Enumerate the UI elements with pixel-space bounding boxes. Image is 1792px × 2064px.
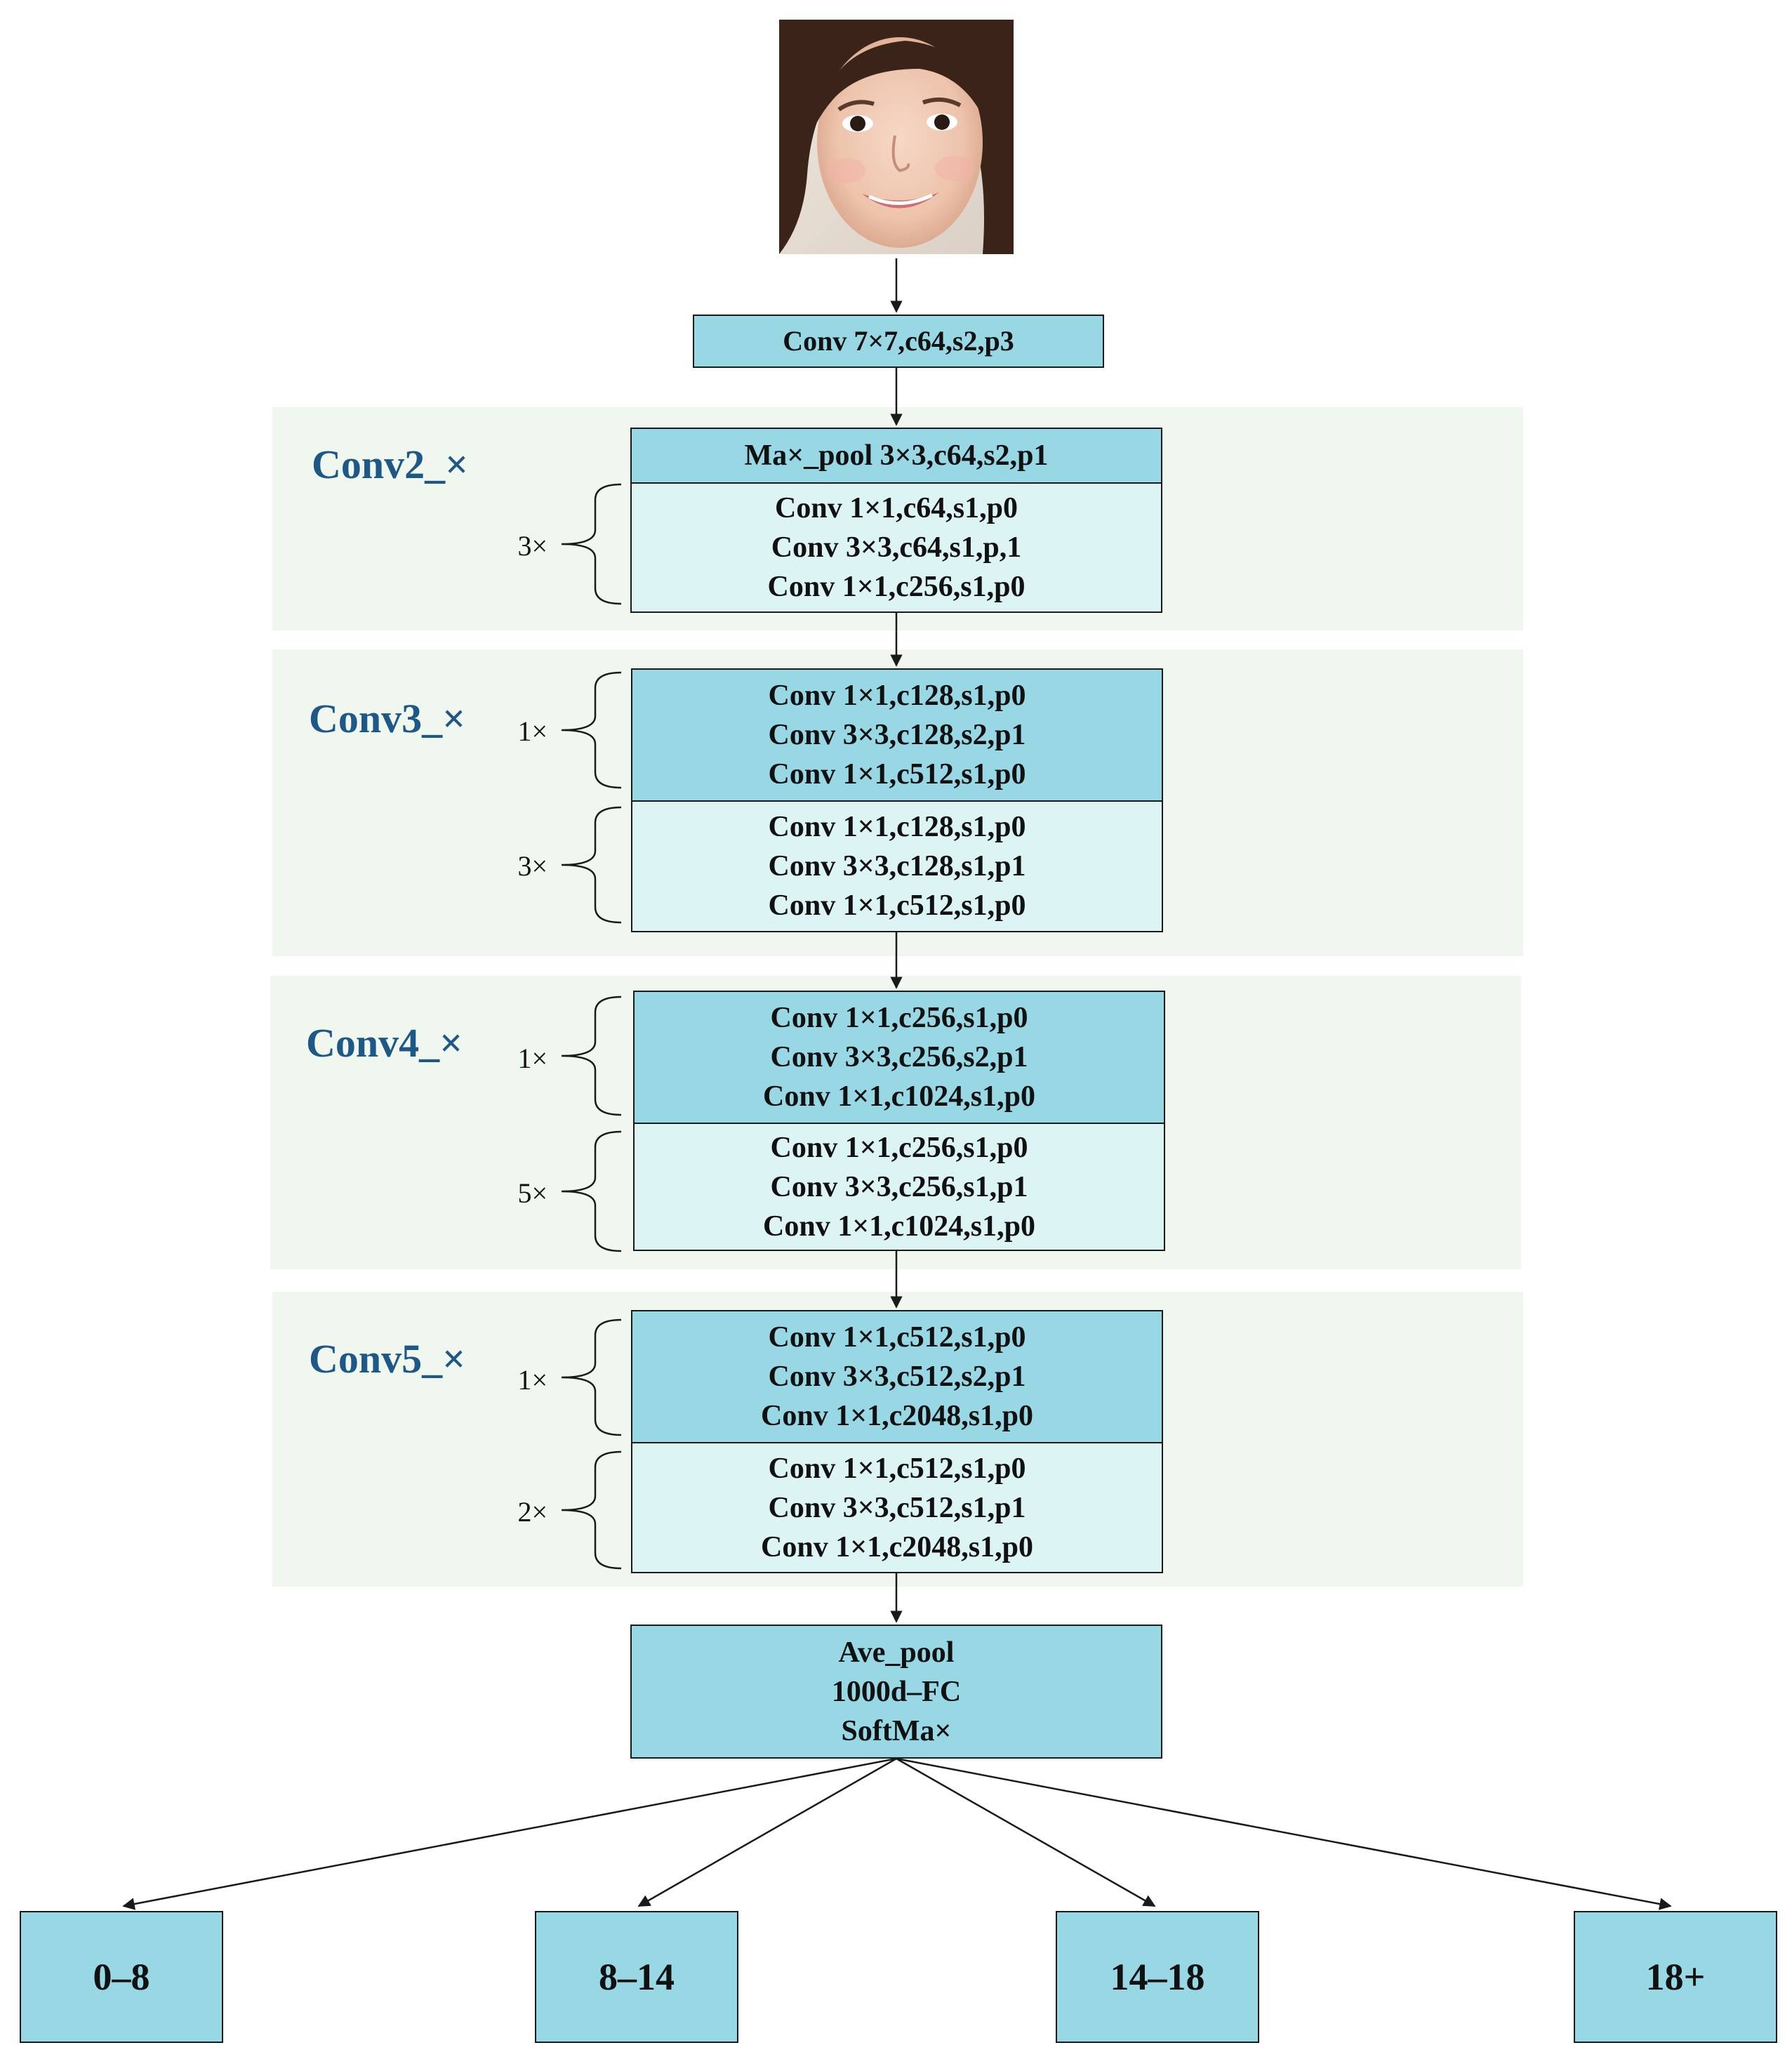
head-fc-label: 1000d–FC bbox=[831, 1675, 962, 1708]
conv2-block-1: Conv 1×1,c64,s1,p0 Conv 3×3,c64,s1,p,1 C… bbox=[630, 482, 1162, 613]
conv5-block-2-repeat: 2× bbox=[517, 1496, 547, 1528]
conv2-block-1-layer-3: Conv 1×1,c256,s1,p0 bbox=[767, 571, 1026, 603]
conv5-block-2: Conv 1×1,c512,s1,p0 Conv 3×3,c512,s1,p1 … bbox=[631, 1442, 1163, 1573]
conv3-block-2: Conv 1×1,c128,s1,p0 Conv 3×3,c128,s1,p1 … bbox=[631, 800, 1163, 932]
conv3-block-2-layer-2: Conv 3×3,c128,s1,p1 bbox=[768, 850, 1026, 882]
brace-conv4-block2 bbox=[561, 1130, 622, 1252]
output-class-3-label: 18+ bbox=[1645, 1956, 1706, 1998]
conv4-block-2-layer-3: Conv 1×1,c1024,s1,p0 bbox=[763, 1210, 1035, 1243]
conv3-block-1-layer-2: Conv 3×3,c128,s2,p1 bbox=[768, 719, 1026, 751]
output-class-3: 18+ bbox=[1574, 1911, 1777, 2043]
conv5-block-1-repeat: 1× bbox=[517, 1364, 547, 1396]
conv2-maxpool-box: Ma×_pool 3×3,c64,s2,p1 bbox=[630, 428, 1162, 484]
stage-label-conv5: Conv5_× bbox=[309, 1336, 466, 1382]
stage-label-conv4: Conv4_× bbox=[306, 1020, 463, 1066]
conv5-block-1: Conv 1×1,c512,s1,p0 Conv 3×3,c512,s2,p1 … bbox=[631, 1310, 1163, 1443]
arrow-head-to-output-0 bbox=[122, 1757, 897, 1910]
stem-conv-box: Conv 7×7,c64,s2,p3 bbox=[693, 315, 1104, 368]
input-face-photo bbox=[779, 20, 1014, 254]
head-softmax-label: SoftMa× bbox=[841, 1714, 952, 1747]
stage-label-conv2: Conv2_× bbox=[312, 442, 469, 487]
conv4-block-2-repeat: 5× bbox=[517, 1177, 547, 1209]
conv4-block-1-layer-3: Conv 1×1,c1024,s1,p0 bbox=[763, 1080, 1035, 1113]
conv4-block-2-layer-1: Conv 1×1,c256,s1,p0 bbox=[770, 1131, 1028, 1164]
conv5-block-1-layer-3: Conv 1×1,c2048,s1,p0 bbox=[761, 1400, 1033, 1432]
brace-conv2-block1 bbox=[561, 483, 622, 605]
conv2-block-1-repeat: 3× bbox=[517, 530, 547, 562]
output-class-1: 8–14 bbox=[535, 1911, 738, 2043]
brace-conv3-block1 bbox=[561, 671, 622, 789]
conv3-block-2-layer-3: Conv 1×1,c512,s1,p0 bbox=[768, 889, 1026, 922]
arrow-head-to-output-1 bbox=[637, 1757, 897, 1907]
brace-conv3-block2 bbox=[561, 806, 622, 924]
arrow-head-to-output-2 bbox=[896, 1757, 1156, 1907]
conv2-block-1-layer-2: Conv 3×3,c64,s1,p,1 bbox=[771, 531, 1022, 564]
conv3-block-2-repeat: 3× bbox=[517, 850, 547, 882]
conv5-block-2-layer-2: Conv 3×3,c512,s1,p1 bbox=[768, 1491, 1026, 1524]
conv2-maxpool-label: Ma×_pool 3×3,c64,s2,p1 bbox=[744, 439, 1049, 472]
output-class-2-label: 14–18 bbox=[1110, 1956, 1205, 1998]
output-class-0-label: 0–8 bbox=[93, 1956, 150, 1998]
brace-conv4-block1 bbox=[561, 995, 622, 1116]
output-class-2: 14–18 bbox=[1056, 1911, 1259, 2043]
conv4-block-1-repeat: 1× bbox=[517, 1043, 547, 1074]
brace-conv5-block2 bbox=[561, 1450, 622, 1570]
conv4-block-1-layer-2: Conv 3×3,c256,s2,p1 bbox=[770, 1041, 1028, 1073]
stem-conv-label: Conv 7×7,c64,s2,p3 bbox=[783, 325, 1014, 357]
conv5-block-2-layer-1: Conv 1×1,c512,s1,p0 bbox=[768, 1452, 1026, 1485]
conv2-block-1-layer-1: Conv 1×1,c64,s1,p0 bbox=[775, 492, 1018, 524]
conv5-block-1-layer-1: Conv 1×1,c512,s1,p0 bbox=[768, 1321, 1026, 1354]
conv4-block-2: Conv 1×1,c256,s1,p0 Conv 3×3,c256,s1,p1 … bbox=[633, 1123, 1165, 1251]
conv4-block-1-layer-1: Conv 1×1,c256,s1,p0 bbox=[770, 1002, 1028, 1034]
conv4-block-1: Conv 1×1,c256,s1,p0 Conv 3×3,c256,s2,p1 … bbox=[633, 991, 1165, 1124]
head-avepool-label: Ave_pool bbox=[838, 1636, 955, 1669]
conv3-block-1-repeat: 1× bbox=[517, 715, 547, 747]
conv3-block-1-layer-1: Conv 1×1,c128,s1,p0 bbox=[768, 680, 1026, 712]
conv5-block-2-layer-3: Conv 1×1,c2048,s1,p0 bbox=[761, 1530, 1033, 1563]
stage-label-conv3: Conv3_× bbox=[309, 696, 466, 741]
output-class-0: 0–8 bbox=[20, 1911, 223, 2043]
output-class-1-label: 8–14 bbox=[599, 1956, 675, 1998]
brace-conv5-block1 bbox=[561, 1318, 622, 1436]
conv3-block-1-layer-3: Conv 1×1,c512,s1,p0 bbox=[768, 758, 1026, 790]
conv3-block-2-layer-1: Conv 1×1,c128,s1,p0 bbox=[768, 811, 1026, 843]
conv3-block-1: Conv 1×1,c128,s1,p0 Conv 3×3,c128,s2,p1 … bbox=[631, 668, 1163, 802]
classifier-head-box: Ave_pool 1000d–FC SoftMa× bbox=[630, 1625, 1162, 1759]
arrow-head-to-output-3 bbox=[896, 1757, 1672, 1910]
conv4-block-2-layer-2: Conv 3×3,c256,s1,p1 bbox=[770, 1170, 1028, 1203]
conv5-block-1-layer-2: Conv 3×3,c512,s2,p1 bbox=[768, 1361, 1026, 1393]
